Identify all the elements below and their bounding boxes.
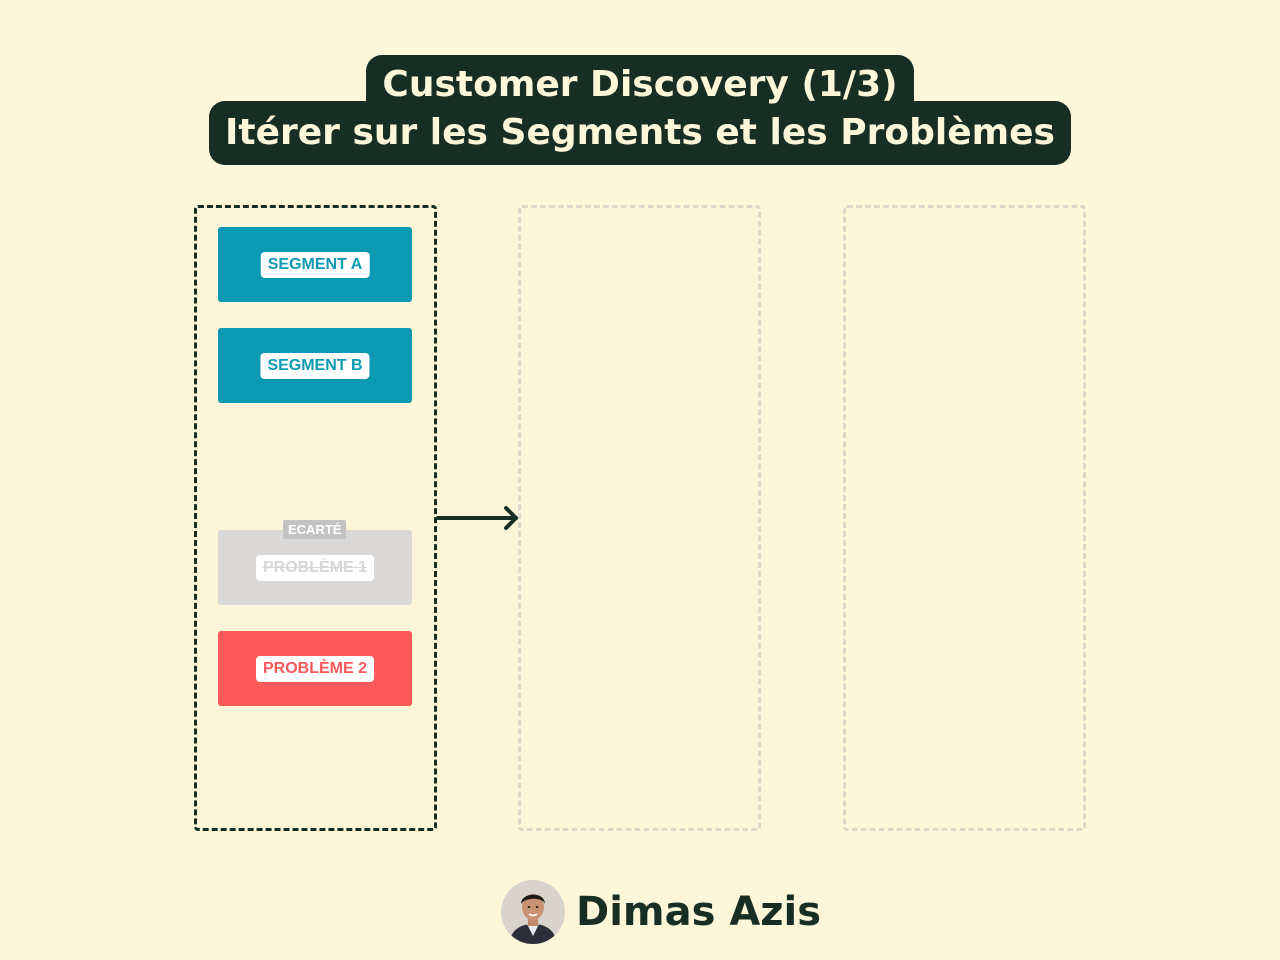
probleme-2-card: PROBLÈME 2 xyxy=(218,631,412,706)
probleme-1-label: PROBLÈME 1 xyxy=(255,554,375,581)
discarded-badge: ECARTÉ xyxy=(283,520,347,539)
segment-b-card: SEGMENT B xyxy=(218,328,412,403)
empty-column-3 xyxy=(843,205,1086,831)
segment-a-card: SEGMENT A xyxy=(218,227,412,302)
probleme-2-label: PROBLÈME 2 xyxy=(255,655,375,682)
avatar-portrait-icon xyxy=(501,880,565,944)
active-column xyxy=(194,205,437,831)
segment-b-label: SEGMENT B xyxy=(260,352,370,379)
empty-column-2 xyxy=(518,205,761,831)
right-arrow-icon xyxy=(436,506,518,530)
author-name: Dimas Azis xyxy=(576,889,822,935)
probleme-1-card: PROBLÈME 1 xyxy=(218,530,412,605)
title-main-row: Customer Discovery (1/3) xyxy=(0,55,1280,115)
title-main: Customer Discovery (1/3) xyxy=(366,55,914,115)
segment-a-label: SEGMENT A xyxy=(260,251,370,278)
author-avatar xyxy=(501,880,565,944)
